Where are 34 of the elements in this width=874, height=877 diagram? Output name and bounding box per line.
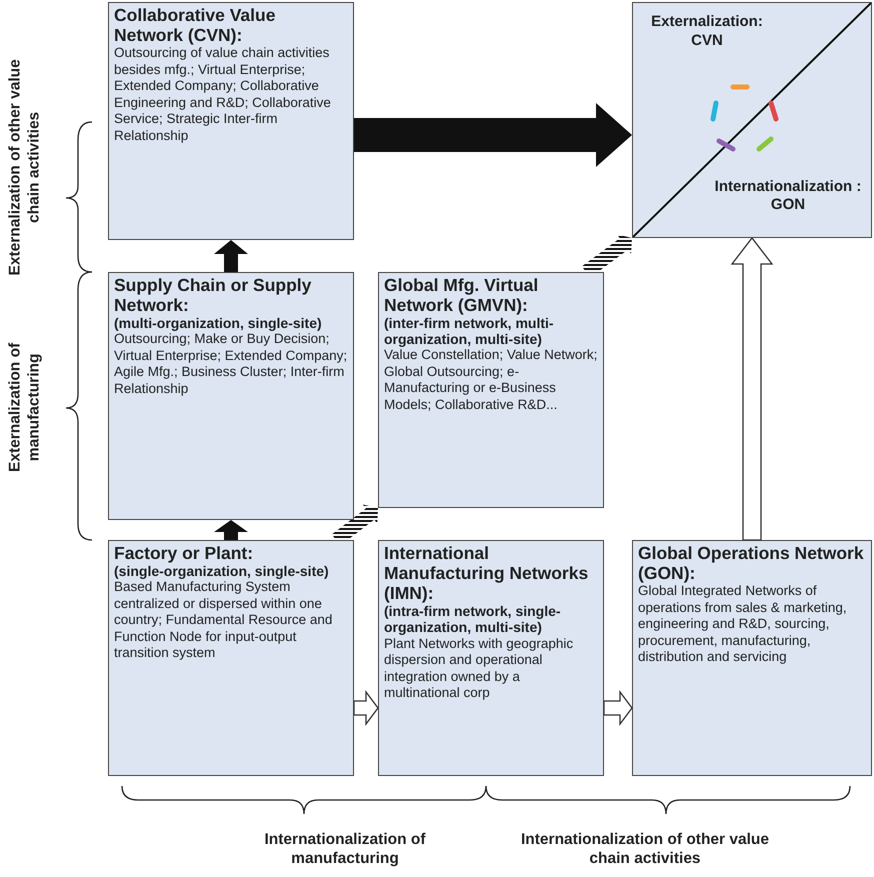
box-description: Global Integrated Networks of operations from sales & marketing, engineering and R&D, sourcing, procurement, manufacturing, distribution and servicing: [638, 583, 848, 666]
box-description: Plant Networks with geographic dispersion and operational integration owned by a multinational corp: [384, 636, 574, 702]
box-description: Value Constellation; Value Network; Global Outsourcing; e-Manufacturing or e-Business Models; Collaborative R&D...: [384, 347, 598, 414]
box-heading: Collaborative Value Network (CVN):: [114, 5, 276, 46]
network-box: [632, 540, 872, 776]
block-arrow: [214, 240, 248, 272]
box-subheading: (inter-firm network, multi-organization, multi-site): [384, 315, 555, 348]
brace-label: Externalization of manufacturing: [6, 342, 44, 474]
box-description: Based Manufacturing System centralized or dispersed within one country; Fundamental Resource and Function Node for input-output transition system: [114, 579, 334, 662]
network-box: [108, 272, 354, 520]
block-arrow: [214, 520, 248, 540]
box-heading: Factory or Plant:: [114, 543, 254, 564]
quadrant-label: Externalization: CVN: [650, 13, 764, 50]
box-description: Outsourcing; Make or Buy Decision; Virtual Enterprise; Extended Company; Agile Mfg.; Business Cluster; Inter-firm Relationship: [114, 331, 348, 398]
block-arrow: [354, 103, 632, 167]
network-box: [378, 540, 604, 776]
network-box: [378, 272, 604, 508]
hollow-arrow: [353, 690, 379, 726]
hollow-arrow: [603, 690, 633, 726]
network-box: [108, 540, 354, 776]
brace-label: Internationalization of manufacturing: [263, 830, 427, 869]
brace-label: Externalization of other value chain activities: [6, 58, 44, 278]
quadrant-label: Internationalization : GON: [714, 178, 862, 215]
box-subheading: (single-organization, single-site): [114, 563, 330, 580]
box-heading: Global Mfg. Virtual Network (GMVN):: [384, 275, 540, 316]
box-heading: International Manufacturing Networks (IMN):: [384, 543, 590, 604]
box-subheading: (intra-firm network, single-organization, multi-site): [384, 603, 562, 636]
box-heading: Supply Chain or Supply Network:: [114, 275, 312, 316]
box-description: Outsourcing of value chain activities besides mfg.; Virtual Enterprise; Extended Company; Collaborative Engineering and R&D; Collaborative Service; Strategic Inter-firm Relationship: [114, 45, 332, 144]
brace-label: Internationalization of other value chain activities: [520, 830, 770, 869]
network-box: [108, 2, 354, 240]
box-heading: Global Operations Network (GON):: [638, 543, 865, 584]
box-subheading: (multi-organization, single-site): [114, 315, 323, 332]
hollow-arrow: [730, 236, 774, 541]
